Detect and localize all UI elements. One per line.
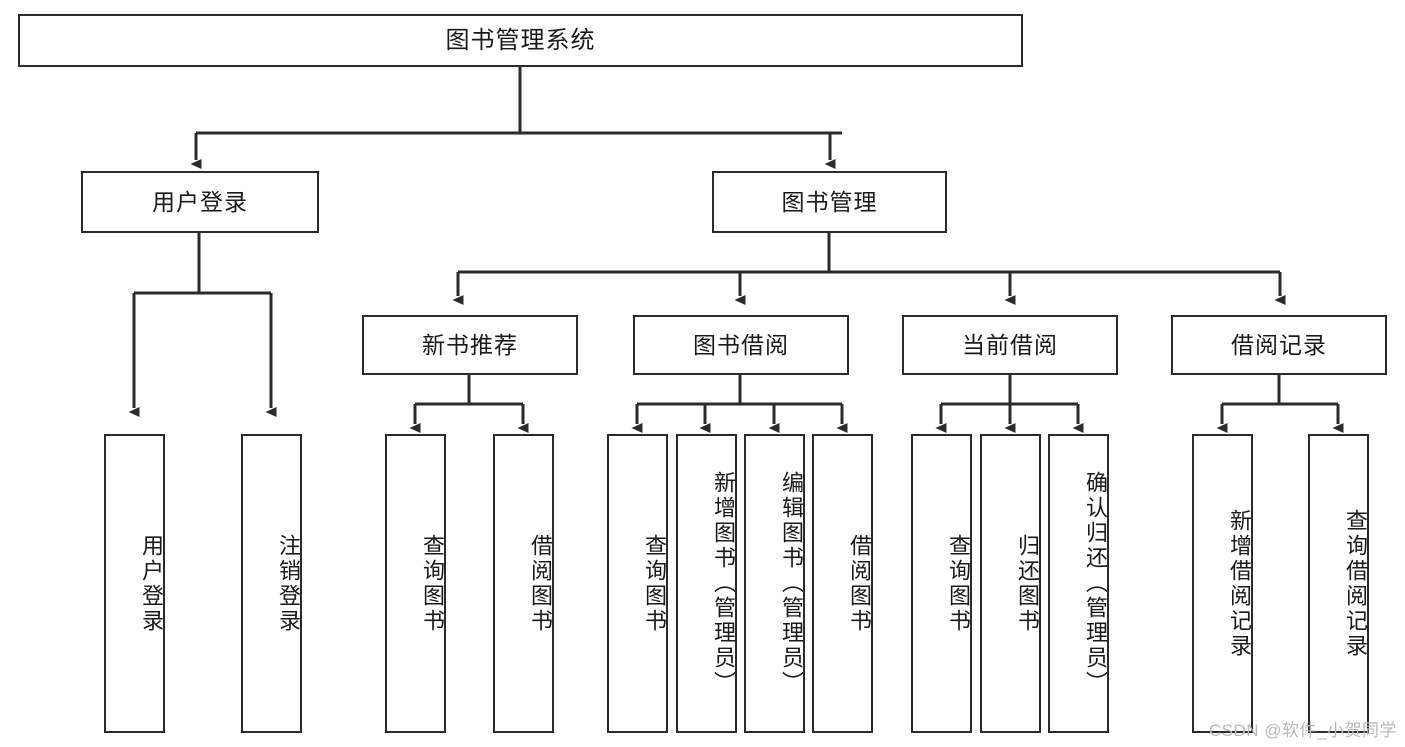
node-user-login[interactable]: 用户登录 [81, 171, 319, 233]
leaf-add-book[interactable]: 新增图书（管理员） [676, 434, 737, 733]
leaf-query-book-1-label: 查询图书 [420, 533, 445, 634]
node-root-label: 图书管理系统 [445, 26, 596, 54]
leaf-add-record[interactable]: 新增借阅记录 [1192, 434, 1253, 733]
node-new-book-rec[interactable]: 新书推荐 [362, 315, 578, 375]
leaf-user-login-label: 用户登录 [139, 533, 164, 634]
leaf-add-book-label: 新增图书（管理员） [711, 471, 736, 696]
leaf-return-book[interactable]: 归还图书 [980, 434, 1041, 733]
leaf-query-record[interactable]: 查询借阅记录 [1308, 434, 1369, 733]
leaf-confirm-return[interactable]: 确认归还（管理员） [1048, 434, 1109, 733]
leaf-edit-book-label: 编辑图书（管理员） [779, 471, 804, 696]
leaf-query-book-1[interactable]: 查询图书 [385, 434, 446, 733]
leaf-query-book-2-label: 查询图书 [642, 533, 667, 634]
leaf-borrow-book-2-label: 借阅图书 [847, 533, 872, 634]
node-current-borrow[interactable]: 当前借阅 [902, 315, 1118, 375]
leaf-add-record-label: 新增借阅记录 [1227, 508, 1252, 659]
watermark: CSDN @软件_小贺同学 [1208, 721, 1397, 740]
leaf-query-record-label: 查询借阅记录 [1343, 508, 1368, 659]
leaf-query-book-3-label: 查询图书 [946, 533, 971, 634]
node-book-borrow-label: 图书借阅 [693, 331, 789, 358]
leaf-borrow-book-1-label: 借阅图书 [528, 533, 553, 634]
leaf-query-book-3[interactable]: 查询图书 [911, 434, 972, 733]
leaf-user-logout-label: 注销登录 [276, 533, 301, 634]
node-current-borrow-label: 当前借阅 [962, 331, 1058, 358]
leaf-return-book-label: 归还图书 [1015, 533, 1040, 634]
node-book-borrow[interactable]: 图书借阅 [633, 315, 849, 375]
leaf-user-login[interactable]: 用户登录 [104, 434, 165, 733]
node-new-book-rec-label: 新书推荐 [422, 331, 518, 358]
node-borrow-record-label: 借阅记录 [1231, 331, 1327, 358]
leaf-edit-book[interactable]: 编辑图书（管理员） [744, 434, 805, 733]
leaf-query-book-2[interactable]: 查询图书 [607, 434, 668, 733]
leaf-confirm-return-label: 确认归还（管理员） [1083, 471, 1108, 696]
leaf-borrow-book-2[interactable]: 借阅图书 [812, 434, 873, 733]
leaf-user-logout[interactable]: 注销登录 [241, 434, 302, 733]
leaf-borrow-book-1[interactable]: 借阅图书 [493, 434, 554, 733]
node-borrow-record[interactable]: 借阅记录 [1171, 315, 1387, 375]
node-book-manage[interactable]: 图书管理 [712, 171, 947, 233]
node-book-manage-label: 图书管理 [781, 188, 878, 215]
node-root[interactable]: 图书管理系统 [18, 14, 1023, 67]
node-user-login-label: 用户登录 [152, 188, 248, 215]
